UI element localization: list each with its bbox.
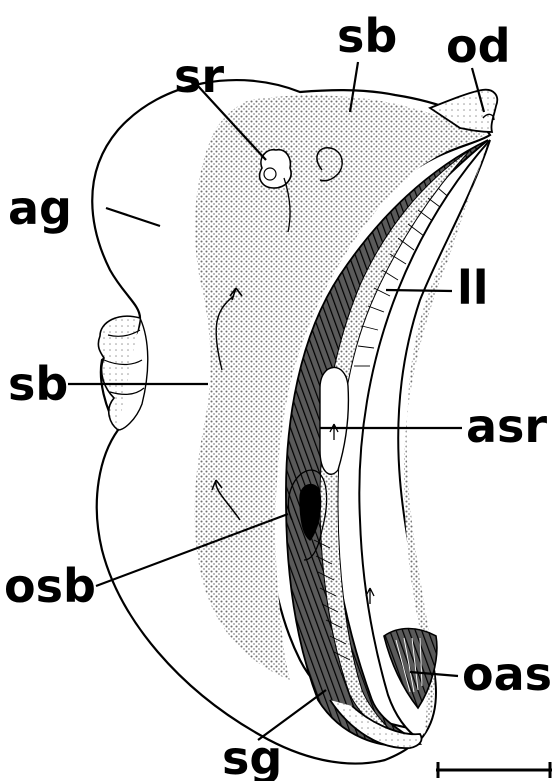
label-sr: sr [174,49,224,103]
label-sg: sg [222,731,282,781]
label-ll: ll [457,261,489,315]
label-sb-left: sb [8,357,68,411]
asr-inner-oval [320,367,348,474]
label-od: od [446,19,511,73]
label-asr: asr [466,399,547,453]
label-osb: osb [4,559,96,613]
seminal-receptacle-inner [264,168,276,180]
label-ag: ag [8,181,72,235]
scale-bar [436,762,552,778]
label-oasr: oasr [462,647,554,701]
seminal-receptacle [260,150,291,188]
label-sb-top: sb [337,9,397,63]
